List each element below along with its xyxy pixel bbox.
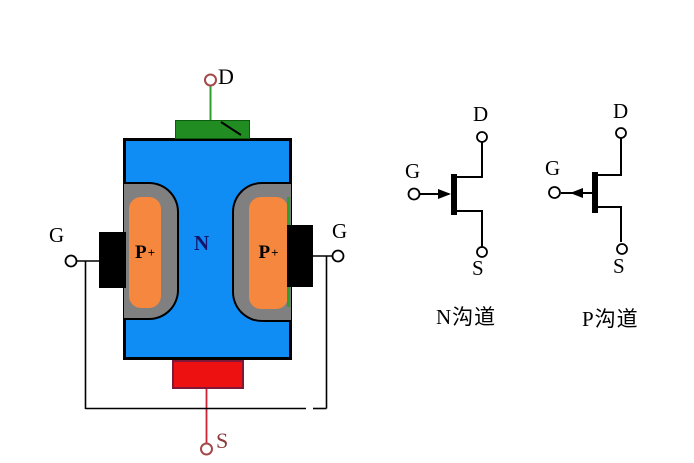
source-terminal-circle	[200, 442, 213, 456]
p-channel-gate-arrow	[570, 188, 583, 198]
p-plus-label: P	[134, 241, 147, 263]
source-contact	[172, 360, 244, 389]
n-channel-gate-arrow	[438, 189, 451, 199]
p-channel-source-lead	[598, 206, 622, 242]
p-channel-drain-circle	[615, 127, 627, 139]
n-symbol-source-label: S	[472, 256, 484, 280]
gate-label-right: G	[332, 219, 348, 243]
p-channel-source-circle	[616, 243, 628, 255]
gate-terminal-circle-left	[64, 254, 78, 268]
drain-contact	[175, 120, 250, 139]
diagonal-mark	[220, 121, 242, 136]
n-channel-gate-circle	[407, 187, 421, 201]
gate-label-left: G	[49, 223, 65, 247]
p-channel-drain-lead	[598, 138, 622, 176]
n-symbol-drain-label: D	[473, 102, 489, 126]
source-label: S	[216, 428, 229, 453]
p-plus-region-left: P+	[129, 197, 161, 308]
n-channel-region-label: N	[194, 231, 210, 255]
gate-terminal-circle-right	[331, 249, 345, 263]
p-channel-gate-bar	[592, 172, 598, 213]
p-channel-caption: P沟道	[582, 307, 639, 331]
p-channel-gate-circle	[548, 186, 561, 199]
p-plus-label: P	[258, 242, 271, 263]
n-channel-drain-lead	[457, 142, 483, 178]
drain-terminal-circle	[204, 73, 217, 87]
p-symbol-drain-label: D	[613, 99, 629, 123]
gate-contact-left	[99, 232, 126, 288]
n-channel-caption: N沟道	[436, 305, 497, 329]
p-plus-region-right: P+	[249, 197, 288, 309]
drain-label: D	[218, 64, 234, 89]
n-channel-gate-bar	[451, 174, 457, 215]
p-plus-superscript: +	[271, 245, 279, 260]
n-symbol-gate-label: G	[405, 159, 421, 183]
n-channel-drain-circle	[476, 131, 488, 143]
p-symbol-gate-label: G	[545, 156, 561, 180]
p-plus-superscript: +	[147, 244, 156, 260]
n-channel-source-circle	[476, 246, 488, 258]
gate-contact-right	[287, 225, 313, 287]
n-channel-source-lead	[457, 210, 483, 247]
p-symbol-source-label: S	[613, 254, 625, 278]
